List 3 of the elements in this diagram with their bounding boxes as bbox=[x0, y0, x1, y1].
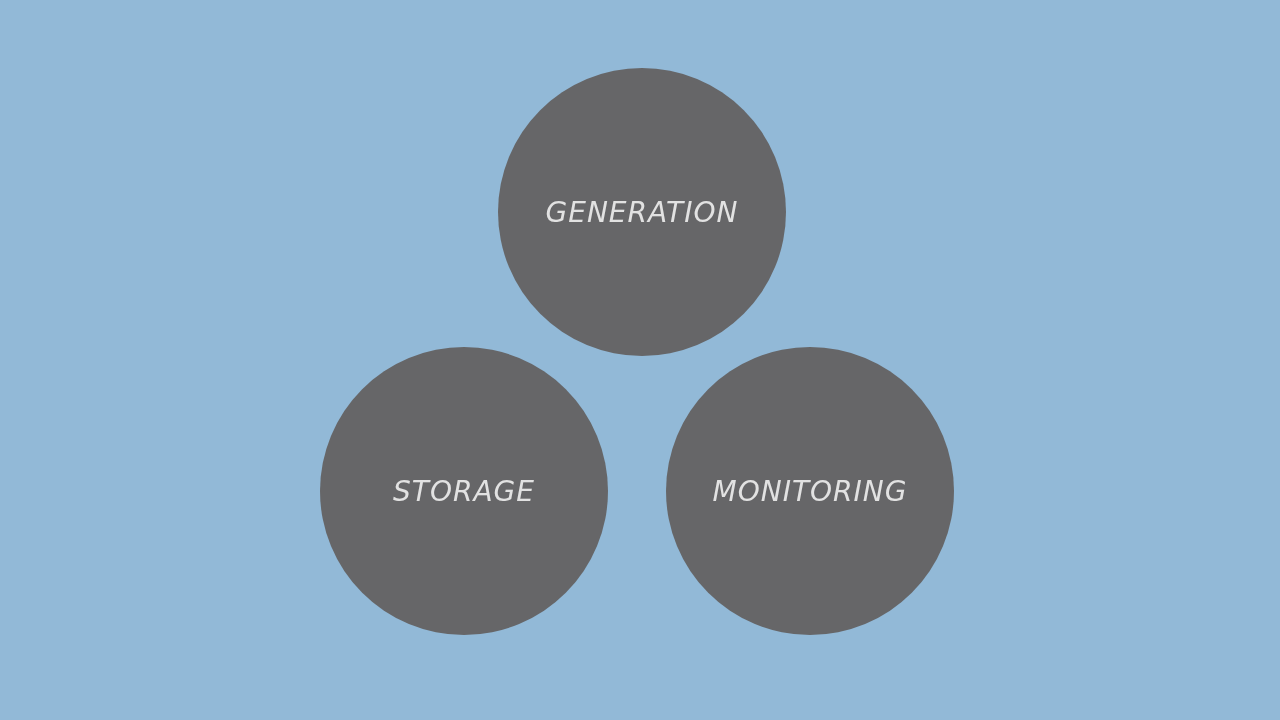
circle-label: STORAGE bbox=[393, 474, 535, 508]
circle-label: GENERATION bbox=[545, 195, 739, 229]
circle-label: MONITORING bbox=[712, 474, 908, 508]
